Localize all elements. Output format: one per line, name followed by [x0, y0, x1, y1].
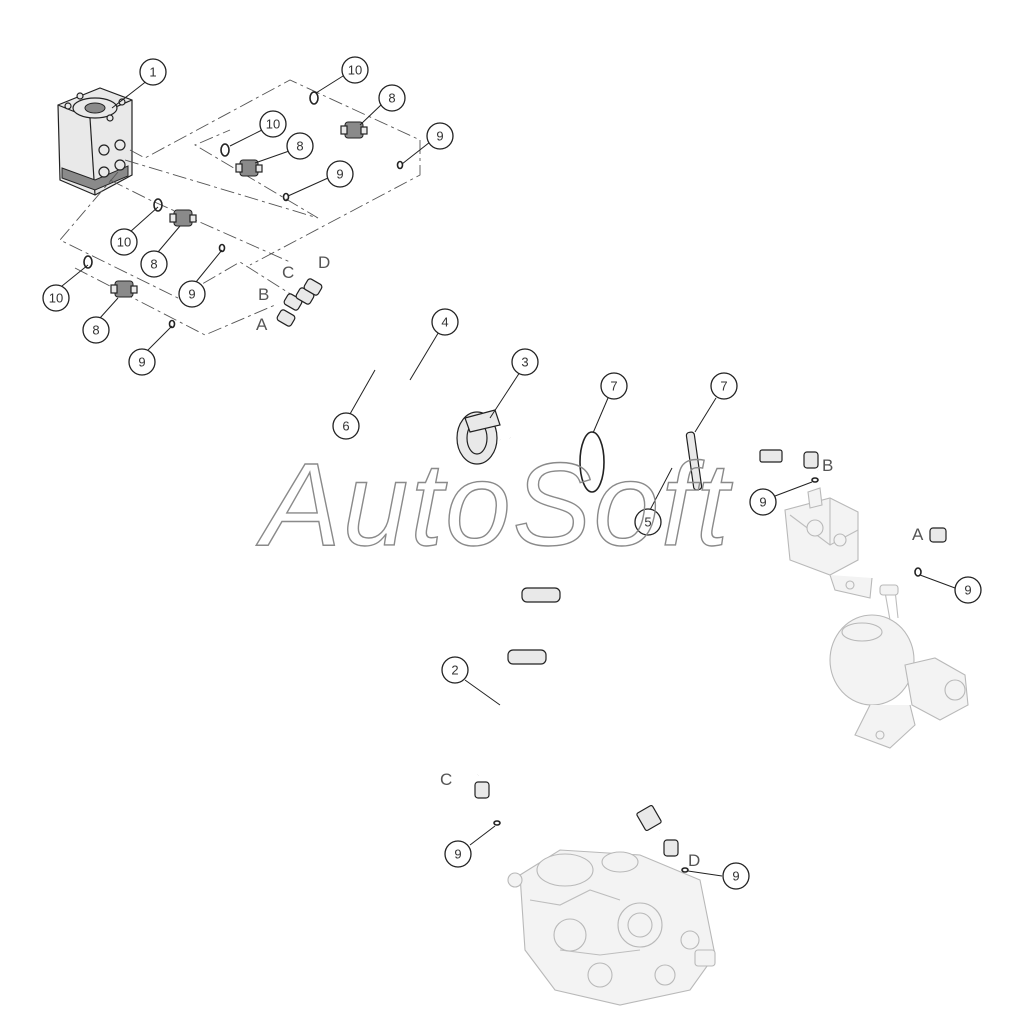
band-7-left — [579, 431, 605, 493]
fittings — [83, 91, 922, 873]
svg-text:A: A — [912, 525, 924, 544]
svg-text:6: 6 — [342, 419, 349, 434]
port-letter-d: D — [318, 253, 330, 272]
svg-text:9: 9 — [964, 583, 971, 598]
accumulator-ghost — [829, 584, 969, 749]
steering-unit — [57, 87, 133, 196]
seal-9-left — [218, 243, 226, 253]
callout-7: 7 — [710, 372, 738, 400]
band-7-right — [685, 431, 703, 491]
port-letter-a: A — [912, 525, 924, 544]
svg-text:10: 10 — [117, 235, 131, 250]
svg-text:3: 3 — [521, 355, 528, 370]
callout-1: 1 — [139, 58, 167, 86]
callout-10: 10 — [42, 284, 70, 312]
fitting-8-bottom — [110, 280, 138, 298]
port-letter-b: B — [822, 456, 833, 475]
callout-9: 9 — [178, 280, 206, 308]
seal-9-valve-b — [811, 477, 819, 483]
callout-9: 9 — [426, 122, 454, 150]
port-letters: A B C D B A C D — [256, 253, 924, 870]
seal-9-pump-d — [681, 867, 689, 873]
svg-text:A: A — [256, 315, 268, 334]
o-ring-10-left — [153, 198, 163, 212]
seal-9-bottom — [168, 319, 176, 329]
o-ring-10-top — [309, 91, 319, 105]
svg-text:9: 9 — [188, 287, 195, 302]
callout-9: 9 — [749, 488, 777, 516]
callout-2: 2 — [441, 656, 469, 684]
svg-text:2: 2 — [451, 663, 458, 678]
svg-text:C: C — [440, 770, 452, 789]
svg-text:7: 7 — [610, 379, 617, 394]
svg-text:D: D — [318, 253, 330, 272]
callouts: 1 10 8 10 8 9 9 10 8 9 10 8 9 4 3 6 7 7 … — [42, 56, 982, 890]
svg-text:7: 7 — [720, 379, 727, 394]
svg-text:5: 5 — [644, 515, 651, 530]
svg-text:4: 4 — [441, 315, 448, 330]
callout-8: 8 — [286, 132, 314, 160]
callout-10: 10 — [259, 110, 287, 138]
svg-text:9: 9 — [436, 129, 443, 144]
svg-text:9: 9 — [759, 495, 766, 510]
svg-text:B: B — [258, 285, 269, 304]
callout-9: 9 — [444, 840, 472, 868]
callout-10: 10 — [341, 56, 369, 84]
svg-text:8: 8 — [296, 139, 303, 154]
svg-text:9: 9 — [732, 869, 739, 884]
callout-8: 8 — [378, 84, 406, 112]
valve-block-b-ghost — [784, 487, 873, 599]
callout-5: 5 — [634, 508, 662, 536]
o-ring-10-bottom — [83, 255, 93, 269]
port-letter-c: C — [440, 770, 452, 789]
svg-text:10: 10 — [266, 117, 280, 132]
port-letter-c: C — [282, 263, 294, 282]
svg-text:9: 9 — [138, 355, 145, 370]
callout-4: 4 — [431, 308, 459, 336]
watermark-text: AutoSoft — [256, 439, 733, 571]
svg-text:10: 10 — [348, 63, 362, 78]
callout-6: 6 — [332, 412, 360, 440]
callout-3: 3 — [511, 348, 539, 376]
svg-text:10: 10 — [49, 291, 63, 306]
svg-text:B: B — [822, 456, 833, 475]
seal-9-accumulator — [914, 567, 922, 577]
callout-9: 9 — [128, 348, 156, 376]
fitting-8-left — [169, 209, 197, 227]
clamps — [456, 409, 703, 665]
hose-end-fittings — [276, 278, 947, 857]
svg-text:9: 9 — [336, 167, 343, 182]
port-letter-a: A — [256, 315, 268, 334]
port-letter-d: D — [688, 851, 700, 870]
svg-text:8: 8 — [150, 257, 157, 272]
svg-text:D: D — [688, 851, 700, 870]
callout-10: 10 — [110, 228, 138, 256]
assembly-lines — [59, 79, 421, 336]
seal-9-pump-c — [493, 820, 501, 826]
callout-8: 8 — [82, 316, 110, 344]
seal-9-top — [396, 160, 404, 170]
hydraulic-pump-ghost — [507, 849, 716, 1006]
svg-text:C: C — [282, 263, 294, 282]
callout-8: 8 — [140, 250, 168, 278]
clamp-lower-1 — [521, 587, 561, 603]
fitting-8-top — [340, 121, 368, 139]
callout-9: 9 — [326, 160, 354, 188]
svg-text:9: 9 — [454, 847, 461, 862]
clamp-lower-2 — [507, 649, 547, 665]
svg-text:8: 8 — [92, 323, 99, 338]
svg-text:8: 8 — [388, 91, 395, 106]
fitting-8-mid — [235, 159, 263, 177]
callout-9: 9 — [954, 576, 982, 604]
seal-9-mid — [282, 192, 290, 202]
leader-lines — [61, 75, 956, 877]
svg-text:1: 1 — [149, 65, 156, 80]
callout-9: 9 — [722, 862, 750, 890]
o-ring-10-mid — [220, 143, 230, 157]
port-letter-b: B — [258, 285, 269, 304]
callout-7: 7 — [600, 372, 628, 400]
